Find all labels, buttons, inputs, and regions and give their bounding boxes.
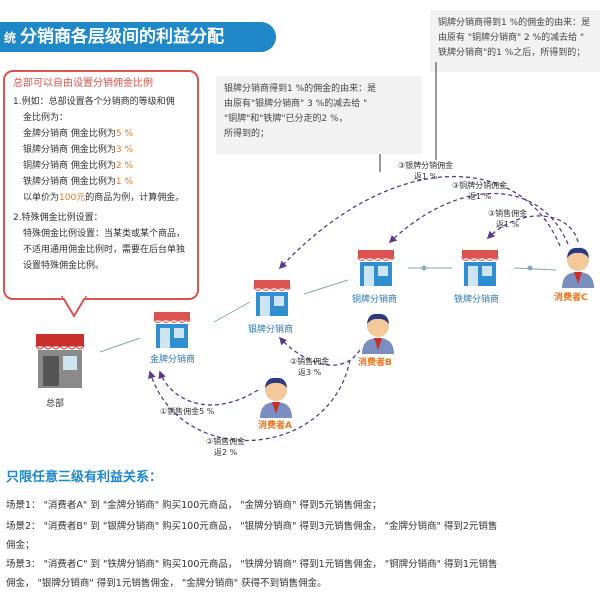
link-gold-silver <box>213 301 251 323</box>
banner-prefix: 统 <box>4 31 17 45</box>
note-line: 铁牌分销商"的1 %之后，所得到的； <box>438 48 586 58</box>
page-title: 分销商各层级间的利益分配 <box>20 27 225 47</box>
flow-label-a-gold: ①销售佣金5 % <box>160 407 215 416</box>
note-silver-origin: 银牌分销商得到1 %的佣金的由来：是 由原有"银牌分销商" 3 %的减去给 " … <box>216 76 422 154</box>
note-line: 铜牌分销商得到1 %的佣金的由来：是 <box>438 18 591 28</box>
arrow-b-to-silver <box>278 336 361 366</box>
link-iron-consumer-c <box>513 267 557 271</box>
rate-row-silver: 银牌分销商 佣金比例为3 % <box>23 145 134 155</box>
box-tail-icon <box>61 296 87 318</box>
box-text: 金比例为： <box>23 113 69 123</box>
box-text: 特殊佣金比例设置：当某类或某个商品， <box>23 229 186 239</box>
box-text: 1.例如：总部设置各个分销商的等级和佣 <box>13 97 175 107</box>
arrow-a-to-gold <box>158 370 259 406</box>
note-bronze-origin: 铜牌分销商得到1 %的佣金的由来：是 由原有 "铜牌分销商" 2 %的减去给 "… <box>430 10 600 72</box>
hq-label: 总部 <box>46 399 65 409</box>
silver-label: 银牌分销商 <box>248 325 294 335</box>
rate-row-gold: 金牌分销商 佣金比例为5 % <box>23 129 134 139</box>
scenario-3-line: 场景3： "消费者C" 到 "铁牌分销商" 购买100元商品， "铁牌分销商" … <box>6 559 498 570</box>
consumer-c-label: 消费者C <box>554 293 588 303</box>
flow-label-b-gold: ②销售佣金返2 % <box>206 437 246 457</box>
commission-settings-box: 总部可以自由设置分销佣金比例 1.例如：总部设置各个分销商的等级和佣 金比例为：… <box>3 70 199 300</box>
gold-label: 金牌分销商 <box>150 355 196 365</box>
scenario-2: 场景2： "消费者B" 到 "银牌分销商" 购买100元商品， "银牌分销商" … <box>6 517 596 555</box>
scenario-2-line: 佣金； <box>6 540 35 551</box>
box-text: 设置特殊佣金比例。 <box>23 261 105 271</box>
scenario-2-line: 场景2： "消费者B" 到 "银牌分销商" 购买100元商品， "银牌分销商" … <box>6 521 498 532</box>
silver-store-icon <box>252 280 291 316</box>
arrow-c-to-bronze <box>388 192 569 245</box>
flow-label-c-iron: ③销售佣金返1 % <box>488 209 528 229</box>
flow-label-b-silver: ②销售佣金返3 % <box>290 357 330 377</box>
box-heading: 总部可以自由设置分销佣金比例 <box>13 78 153 89</box>
flow-diagram <box>99 62 579 442</box>
price-example: 以单价为100元的商品为例，计算佣金。 <box>23 193 185 203</box>
box-text: 不适用通用佣金比例时，需要在后台单独 <box>23 245 186 255</box>
scenario-3-line: 佣金， "银牌分销商" 得到1元销售佣金， "金牌分销商" 获得不到销售佣金。 <box>6 578 327 589</box>
hq-store-icon <box>35 334 85 388</box>
consumer-a-label: 消费者A <box>258 421 292 431</box>
iron-store-icon <box>460 250 499 286</box>
page-title-banner: 统分销商各层级间的利益分配 <box>0 22 276 52</box>
consumer-c-icon <box>562 247 594 288</box>
note-line: 所得到的； <box>224 129 270 139</box>
scenarios-title: 只限任意三级有利益关系： <box>6 470 163 485</box>
bronze-store-icon <box>356 250 395 286</box>
arrow-c-to-silver <box>278 176 561 270</box>
iron-label: 铁牌分销商 <box>454 295 500 305</box>
arrow-b-to-gold <box>148 359 351 442</box>
consumer-b-label: 消费者B <box>358 358 392 368</box>
note-line: 由原有"银牌分销商" 3 %的减去给 " <box>224 99 368 109</box>
scenario-3: 场景3： "消费者C" 到 "铁牌分销商" 购买100元商品， "铁牌分销商" … <box>6 555 596 593</box>
bronze-label: 铜牌分销商 <box>352 295 398 305</box>
rate-row-iron: 铁牌分销商 佣金比例为1 % <box>23 177 134 187</box>
link-dot <box>421 265 427 271</box>
note-line: 由原有 "铜牌分销商" 2 %的减去给 " <box>438 33 585 43</box>
link-dot <box>527 265 533 271</box>
consumer-b-icon <box>362 313 394 354</box>
flow-label-c-bronze: ③铜牌分销佣金返1 % <box>452 181 508 201</box>
scenario-1: 场景1： "消费者A" 到 "金牌分销商" 购买100元商品， "金牌分销商" … <box>6 500 382 511</box>
arrow-c-to-iron <box>486 215 579 243</box>
box-text: 2.特殊佣金比例设置： <box>13 213 103 223</box>
flow-label-c-silver: ③银牌分销佣金返1 % <box>398 161 454 181</box>
rate-row-bronze: 铜牌分销商 佣金比例为2 % <box>23 161 134 171</box>
link-hq-gold <box>99 337 141 353</box>
consumer-a-icon <box>260 377 292 418</box>
gold-store-icon <box>152 312 191 348</box>
note-line: "铜牌"和"铁牌"已分走的2 %， <box>224 114 348 124</box>
note-line: 银牌分销商得到1 %的佣金的由来：是 <box>224 84 377 94</box>
link-silver-bronze <box>303 279 349 295</box>
